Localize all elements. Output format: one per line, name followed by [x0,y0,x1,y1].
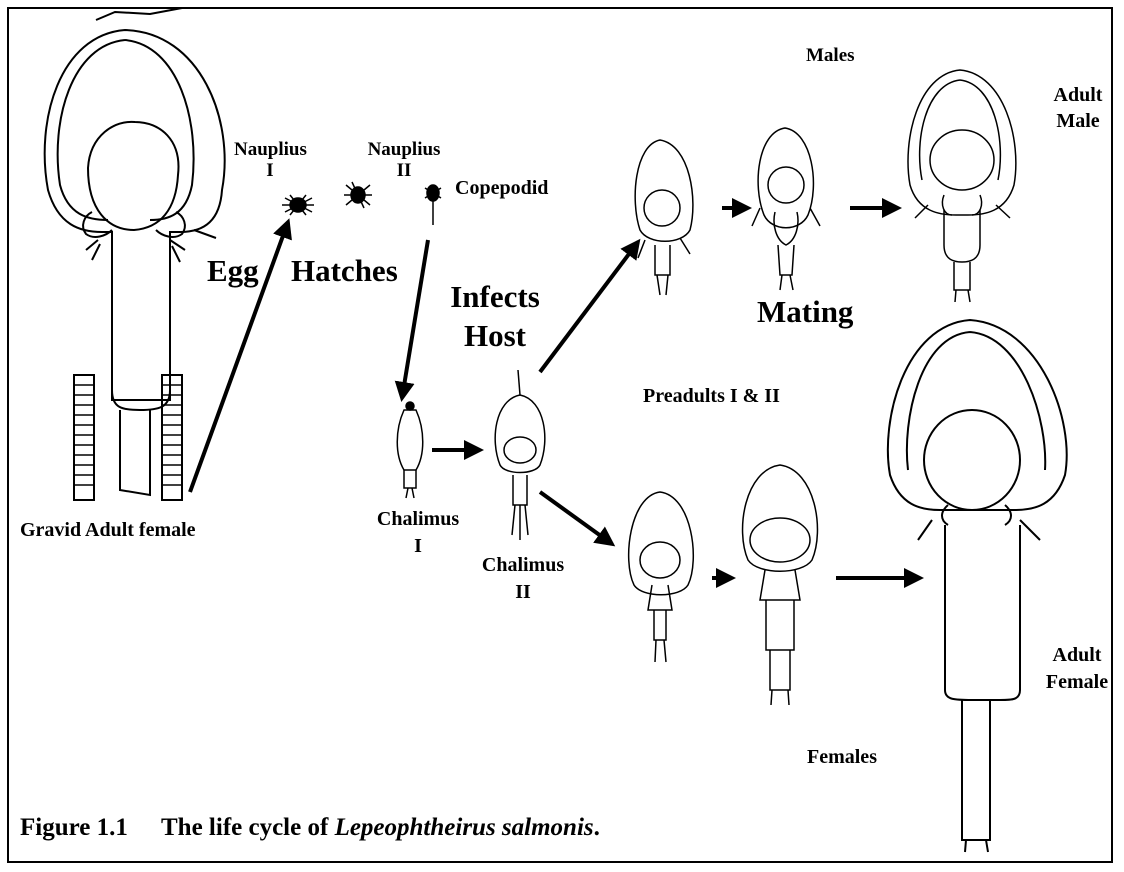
adult-female-drawing [888,320,1067,852]
label-infects-host: Infects Host [430,278,560,356]
label-females: Females [807,746,877,768]
arrow-copepodid-to-chalimus-1 [402,240,428,398]
label-hatches: Hatches [291,254,398,288]
nauplius-1-drawing [282,195,314,215]
chalimus-2-drawing [495,370,545,540]
label-preadults: Preadults I & II [643,385,780,407]
nauplius-2-drawing [344,182,372,208]
figure-number: Figure 1.1 [20,814,161,842]
female-preadult-2-drawing [743,465,818,705]
label-nauplius-1: Nauplius I [234,140,306,182]
caption-species: Lepeophtheirus salmonis [335,814,594,841]
label-gravid-adult-female: Gravid Adult female [20,519,196,541]
caption-end: . [594,814,600,841]
female-preadult-1-drawing [629,492,694,662]
copepodid-drawing [425,185,441,225]
chalimus-1-drawing [397,402,423,498]
male-preadult-1-drawing [635,140,693,295]
label-chalimus-2: Chalimus II [466,552,580,606]
gravid-adult-female-drawing [45,8,225,500]
adult-male-drawing [908,70,1016,302]
caption-text: The life cycle of [161,814,335,841]
arrow-chalimus-2-to-female-preadult [540,492,612,544]
label-copepodid: Copepodid [455,177,548,199]
label-mating: Mating [757,295,853,329]
label-chalimus-1: Chalimus I [370,506,466,560]
label-adult-male: Adult Male [1040,82,1116,134]
label-egg: Egg [207,254,259,288]
label-adult-female: Adult Female [1036,642,1118,696]
label-males: Males [806,46,855,67]
male-preadult-2-drawing [752,128,820,290]
label-nauplius-2: Nauplius II [356,140,452,182]
